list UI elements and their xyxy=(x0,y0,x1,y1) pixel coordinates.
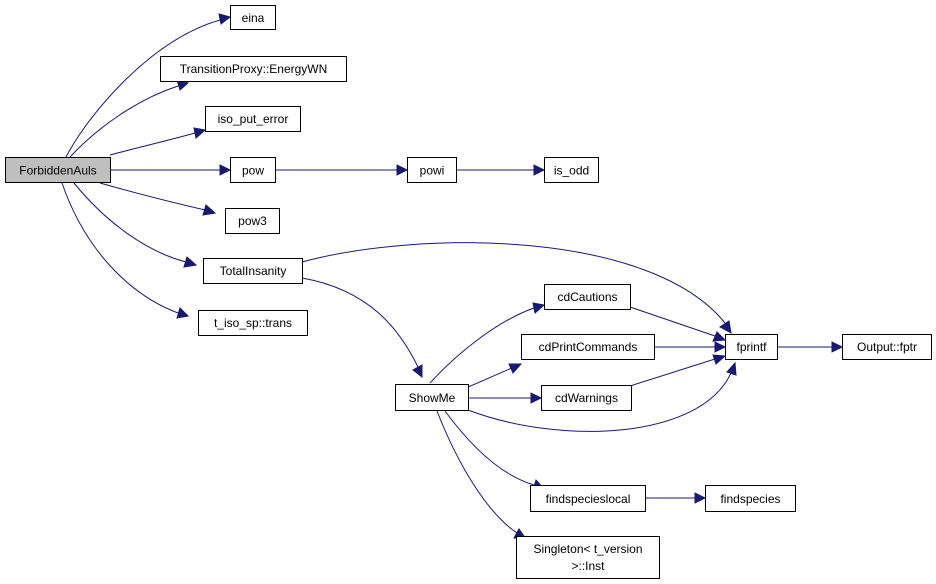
node-label: Output::fptr xyxy=(857,340,917,354)
node-singleton-t-version-inst[interactable]: Singleton< t_version >::Inst xyxy=(516,536,660,579)
node-label: pow xyxy=(242,164,264,178)
edge-showme-cdcautions xyxy=(429,302,546,384)
node-t-iso-sp-trans[interactable]: t_iso_sp::trans xyxy=(198,310,308,336)
edge-root-eina xyxy=(65,13,232,158)
node-label: findspecieslocal xyxy=(546,492,631,506)
edge-root-pow3 xyxy=(99,182,217,216)
node-findspecies[interactable]: findspecies xyxy=(705,485,796,512)
node-totalinsanity[interactable]: TotalInsanity xyxy=(203,258,303,284)
node-cdwarnings[interactable]: cdWarnings xyxy=(541,385,632,411)
node-label: pow3 xyxy=(238,214,267,228)
node-cdprintcommands[interactable]: cdPrintCommands xyxy=(521,334,655,360)
node-eina[interactable]: eina xyxy=(230,5,276,30)
node-label: findspecies xyxy=(720,492,780,506)
node-pow3[interactable]: pow3 xyxy=(225,208,280,234)
edge-root-trans xyxy=(61,182,190,319)
node-output-fptr[interactable]: Output::fptr xyxy=(842,334,932,360)
edge-powi-is-odd xyxy=(456,164,546,176)
node-cdcautions[interactable]: cdCautions xyxy=(544,284,631,310)
node-transitionproxy-energywn[interactable]: TransitionProxy::EnergyWN xyxy=(160,56,347,82)
node-iso-put-error[interactable]: iso_put_error xyxy=(205,106,301,132)
node-forbiddenauls[interactable]: ForbiddenAuls xyxy=(5,157,111,183)
edge-showme-cdwarnings xyxy=(468,392,543,404)
node-label-line-1: Singleton< t_version xyxy=(533,542,642,556)
node-is-odd[interactable]: is_odd xyxy=(544,157,599,183)
edge-root-totalinsanity xyxy=(73,182,198,268)
edge-totalinsanity-fprintf xyxy=(301,242,732,334)
edge-cdprintcommands-fprintf xyxy=(654,341,727,353)
node-powi[interactable]: powi xyxy=(407,157,457,183)
edge-root-energywn xyxy=(69,79,190,158)
edge-fprintf-output-fptr xyxy=(777,341,844,353)
node-fprintf[interactable]: fprintf xyxy=(725,334,778,360)
node-label: eina xyxy=(242,11,265,25)
edge-cdcautions-fprintf xyxy=(629,306,727,342)
node-label: is_odd xyxy=(554,164,589,178)
node-label-line-2: >::Inst xyxy=(571,559,605,573)
node-label: fprintf xyxy=(736,340,767,354)
edge-root-pow xyxy=(110,164,232,176)
node-label: TransitionProxy::EnergyWN xyxy=(180,62,328,76)
node-label: TotalInsanity xyxy=(220,264,287,278)
node-label: t_iso_sp::trans xyxy=(214,316,292,330)
edge-findspecieslocal-findspecies xyxy=(645,492,707,504)
edge-root-iso-put-error xyxy=(109,127,207,156)
node-label: cdWarnings xyxy=(555,391,618,405)
edge-cdwarnings-fprintf xyxy=(629,354,727,387)
node-label: ShowMe xyxy=(409,391,456,405)
node-pow[interactable]: pow xyxy=(230,157,276,183)
edge-showme-singleton xyxy=(436,410,528,540)
node-label: powi xyxy=(420,164,445,178)
edge-showme-cdprintcommands xyxy=(467,363,523,388)
node-label: ForbiddenAuls xyxy=(19,164,96,178)
edge-totalinsanity-showme xyxy=(301,277,423,379)
edge-showme-fprintf xyxy=(467,361,737,432)
node-findspecieslocal[interactable]: findspecieslocal xyxy=(530,485,646,512)
node-showme[interactable]: ShowMe xyxy=(395,384,469,411)
node-label: cdPrintCommands xyxy=(539,340,638,354)
node-label: iso_put_error xyxy=(218,112,289,126)
edge-pow-powi xyxy=(275,164,409,176)
node-label: cdCautions xyxy=(557,290,617,304)
edge-showme-findspecieslocal xyxy=(444,410,546,491)
